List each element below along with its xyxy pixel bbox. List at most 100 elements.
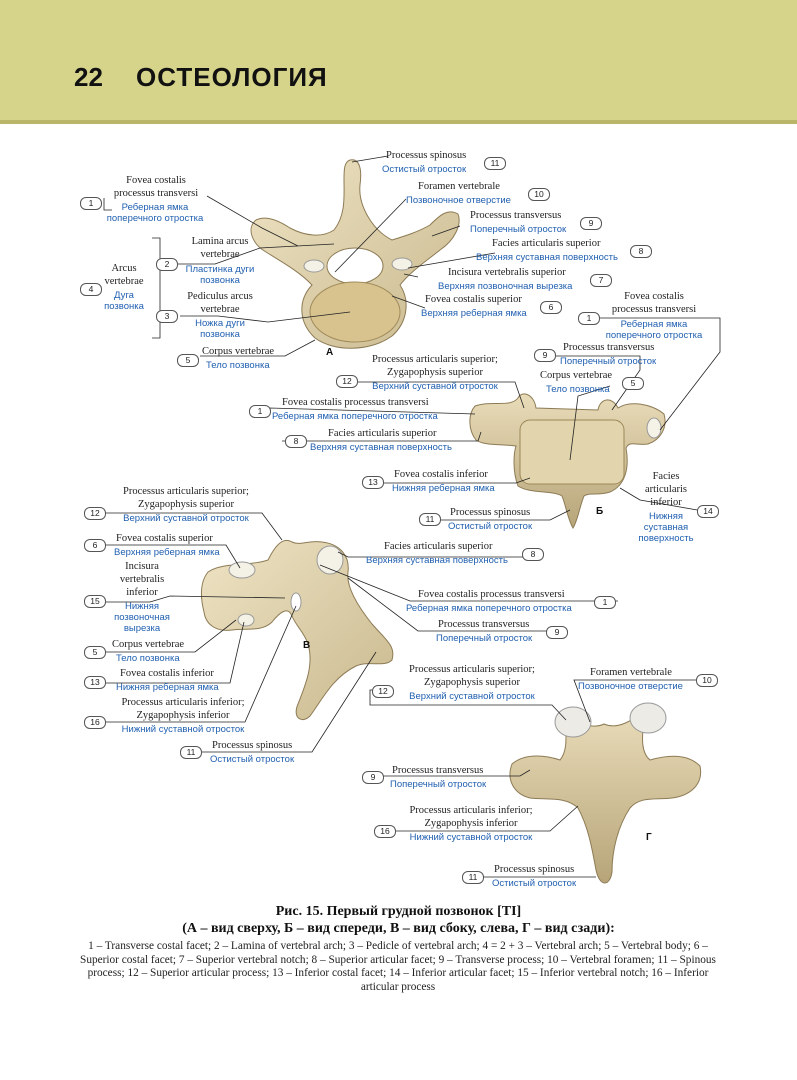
header-divider [0, 120, 797, 124]
label-number: 9 [362, 771, 384, 784]
label-latin: vertebrae [200, 304, 240, 315]
label-latin: Processus articularis superior; [123, 486, 249, 497]
label-latin: Lamina arcus [191, 236, 249, 247]
label-number: 5 [84, 646, 106, 659]
label-latin: Incisura [125, 561, 159, 572]
label-number: 9 [546, 626, 568, 639]
label-russian: Нижняя реберная ямка [116, 682, 219, 693]
label-russian: Поперечный отросток [390, 779, 487, 790]
label-latin: vertebralis [119, 574, 165, 585]
label-number: 3 [156, 310, 178, 323]
label-number: 8 [630, 245, 652, 258]
label-russian: Верхняя суставная поверхность [476, 252, 618, 263]
label-russian: Нижняя [648, 511, 684, 522]
page-number: 22 [74, 62, 103, 92]
label-latin: Foramen vertebrale [418, 181, 500, 192]
label-number: 7 [590, 274, 612, 287]
label-number: 12 [336, 375, 358, 388]
label-number: 14 [697, 505, 719, 518]
label-number: 11 [419, 513, 441, 526]
header-band [0, 0, 797, 120]
label-number: 10 [696, 674, 718, 687]
label-russian: Тело позвонка [116, 653, 180, 664]
label-latin: Incisura vertebralis superior [448, 267, 566, 278]
label-latin: Facies articularis superior [492, 238, 601, 249]
vertebra-front-view [469, 393, 666, 529]
label-russian: позвонка [200, 329, 240, 340]
figure-legend: 1 – Transverse costal facet; 2 – Lamina … [80, 940, 716, 993]
label-latin: Zygapophysis superior [424, 677, 520, 688]
label-russian: Верхний суставной отросток [372, 381, 498, 392]
label-latin: Corpus vertebrae [202, 346, 275, 357]
label-number: 11 [484, 157, 506, 170]
label-russian: позвонка [104, 301, 144, 312]
label-russian: позвоночная [114, 612, 170, 623]
label-russian: Верхняя реберная ямка [114, 547, 220, 558]
label-russian: Верхняя позвоночная вырезка [438, 281, 573, 292]
label-latin: Zygapophysis superior [387, 367, 483, 378]
label-number: 5 [177, 354, 199, 367]
label-latin: processus transversi [113, 188, 199, 199]
label-number: 1 [249, 405, 271, 418]
label-russian: Реберная ямка поперечного отростка [406, 603, 572, 614]
label-number: 6 [540, 301, 562, 314]
leader-lines [103, 155, 721, 878]
label-number: 13 [362, 476, 384, 489]
label-latin: Processus spinosus [212, 740, 293, 751]
label-latin: Processus transversus [563, 342, 655, 353]
label-russian: поверхность [638, 533, 694, 544]
label-russian: Верхний суставной отросток [123, 513, 249, 524]
label-russian: Верхняя суставная поверхность [366, 555, 508, 566]
label-russian: Нижняя [124, 601, 160, 612]
label-number: 4 [80, 283, 102, 296]
label-latin: Processus transversus [438, 619, 530, 630]
label-latin: Facies articularis superior [328, 428, 437, 439]
label-latin: Arcus [111, 263, 137, 274]
label-latin: Processus articularis inferior; [409, 805, 533, 816]
label-number: 16 [84, 716, 106, 729]
label-latin: Fovea costalis superior [116, 533, 213, 544]
label-russian: вырезка [123, 623, 161, 634]
label-number: 9 [580, 217, 602, 230]
label-russian: Остистый отросток [492, 878, 577, 889]
label-number: 8 [285, 435, 307, 448]
label-russian: Нижний суставной отросток [121, 724, 245, 735]
label-latin: Corpus vertebrae [540, 370, 613, 381]
label-russian: Ножка дуги [195, 318, 245, 329]
figure-subtitle: (А – вид сверху, Б – вид спереди, В – ви… [182, 921, 615, 936]
label-latin: Corpus vertebrae [112, 639, 185, 650]
label-latin: Processus articularis superior; [372, 354, 498, 365]
label-latin: Processus spinosus [386, 150, 467, 161]
label-number: 12 [84, 507, 106, 520]
label-number: 2 [156, 258, 178, 271]
label-russian: позвонка [200, 275, 240, 286]
label-russian: Тело позвонка [206, 360, 270, 371]
label-russian: Дуга [114, 290, 134, 301]
label-number: 12 [372, 685, 394, 698]
section-title: ОСТЕОЛОГИЯ [136, 62, 328, 92]
vertebra-back-view [509, 702, 702, 884]
label-number: 1 [594, 596, 616, 609]
view-label-v: В [303, 640, 311, 651]
label-russian: Реберная ямка [620, 319, 688, 330]
label-number: 11 [462, 871, 484, 884]
label-russian: поперечного отростка [106, 213, 204, 224]
figure-title: Рис. 15. Первый грудной позвонок [TI] [275, 904, 522, 919]
label-russian: поперечного отростка [605, 330, 703, 341]
label-latin: inferior [650, 497, 682, 508]
label-number: 8 [522, 548, 544, 561]
label-russian: Реберная ямка [121, 202, 189, 213]
vertebra-side-view [200, 540, 394, 720]
label-russian: Верхний суставной отросток [409, 691, 535, 702]
label-latin: Processus transversus [392, 765, 484, 776]
label-russian: Верхняя суставная поверхность [310, 442, 452, 453]
vertebra-top-view [250, 159, 460, 349]
label-russian: Верхняя реберная ямка [421, 308, 527, 319]
label-latin: inferior [126, 587, 158, 598]
label-latin: Fovea costalis [126, 175, 186, 186]
label-latin: Pediculus arcus [187, 291, 253, 302]
label-latin: Facies articularis superior [384, 541, 493, 552]
label-latin: Foramen vertebrale [590, 667, 672, 678]
label-latin: Processus spinosus [494, 864, 575, 875]
